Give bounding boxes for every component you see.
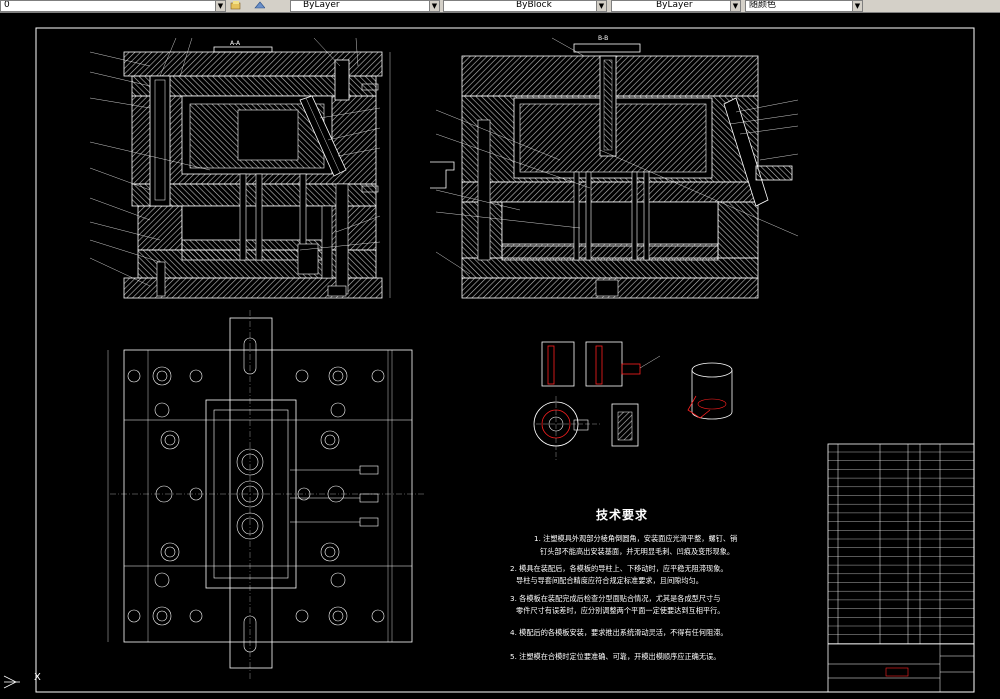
ucs-icon: X xyxy=(3,672,41,689)
layer-combo[interactable]: 0 ▼ xyxy=(0,0,226,12)
linetype-value: ByBlock xyxy=(516,0,552,10)
plotstyle-combo[interactable]: 随颜色 ▼ xyxy=(745,0,863,12)
properties-toolbar: 0 ▼ ByLayer ▼ ByBlock ▼ ByLayer ▼ 随颜色 ▼ xyxy=(0,0,1000,13)
plotstyle-value: 随颜色 xyxy=(749,0,777,10)
tech-requirement-line: 零件尺寸有误差时，应分别调整两个平面一定使要达到互相平行。 xyxy=(516,606,725,615)
chevron-down-icon[interactable]: ▼ xyxy=(429,1,439,11)
plan-view xyxy=(107,310,424,680)
tech-requirement-line: 导柱与导套间配合精度应符合规定标准要求，且间隙均匀。 xyxy=(516,576,703,585)
layer-value: 0 xyxy=(4,0,10,10)
ucs-x-label: X xyxy=(34,672,41,683)
color-combo[interactable]: ByLayer ▼ xyxy=(290,0,440,12)
section-b-label: B-B xyxy=(598,35,608,42)
tech-requirements-title: 技术要求 xyxy=(596,508,649,522)
lineweight-combo[interactable]: ByLayer ▼ xyxy=(611,0,741,12)
chevron-down-icon[interactable]: ▼ xyxy=(852,1,862,11)
drawing-canvas[interactable]: A-A xyxy=(0,12,1000,699)
chevron-down-icon[interactable]: ▼ xyxy=(730,1,740,11)
part-detail-views xyxy=(533,341,661,460)
tech-requirement-line: 1. 注塑模具外观部分棱角倒圆角，安装面应光滑平整，螺钉、销 xyxy=(534,534,738,543)
chevron-down-icon[interactable]: ▼ xyxy=(215,1,225,11)
section-a-label: A-A xyxy=(230,40,241,47)
lineweight-value: ByLayer xyxy=(656,0,693,10)
layer-state-icon[interactable] xyxy=(230,0,242,10)
layer-previous-icon[interactable] xyxy=(253,0,265,10)
linetype-combo[interactable]: ByBlock ▼ xyxy=(443,0,607,12)
drawing-border xyxy=(35,27,975,693)
tech-requirement-line: 5. 注塑模在合模时定位要准确、可靠，开模出模顺序应正确无误。 xyxy=(510,652,721,661)
color-value: ByLayer xyxy=(303,0,340,10)
parts-list-table xyxy=(827,443,975,693)
tech-requirement-line: 4. 模配后的各模板安装，要求推出系统滑动灵活，不得有任何阻滞。 xyxy=(510,628,728,637)
tech-requirement-line: 3. 各模板在装配完成后检查分型面贴合情况，尤其是各成型尺寸与 xyxy=(510,594,721,603)
section-view-b: B-B xyxy=(430,35,799,299)
section-view-a: A-A xyxy=(89,37,391,299)
tech-requirement-line: 钉头部不能高出安装基面，并无明显毛刺、凹痕及变形现象。 xyxy=(540,547,735,556)
chevron-down-icon[interactable]: ▼ xyxy=(596,1,606,11)
tech-requirement-line: 2. 模具在装配后，各模板的导柱上、下移动时，应平稳无阻滞现象。 xyxy=(510,564,728,573)
part-isometric-view xyxy=(687,362,733,420)
